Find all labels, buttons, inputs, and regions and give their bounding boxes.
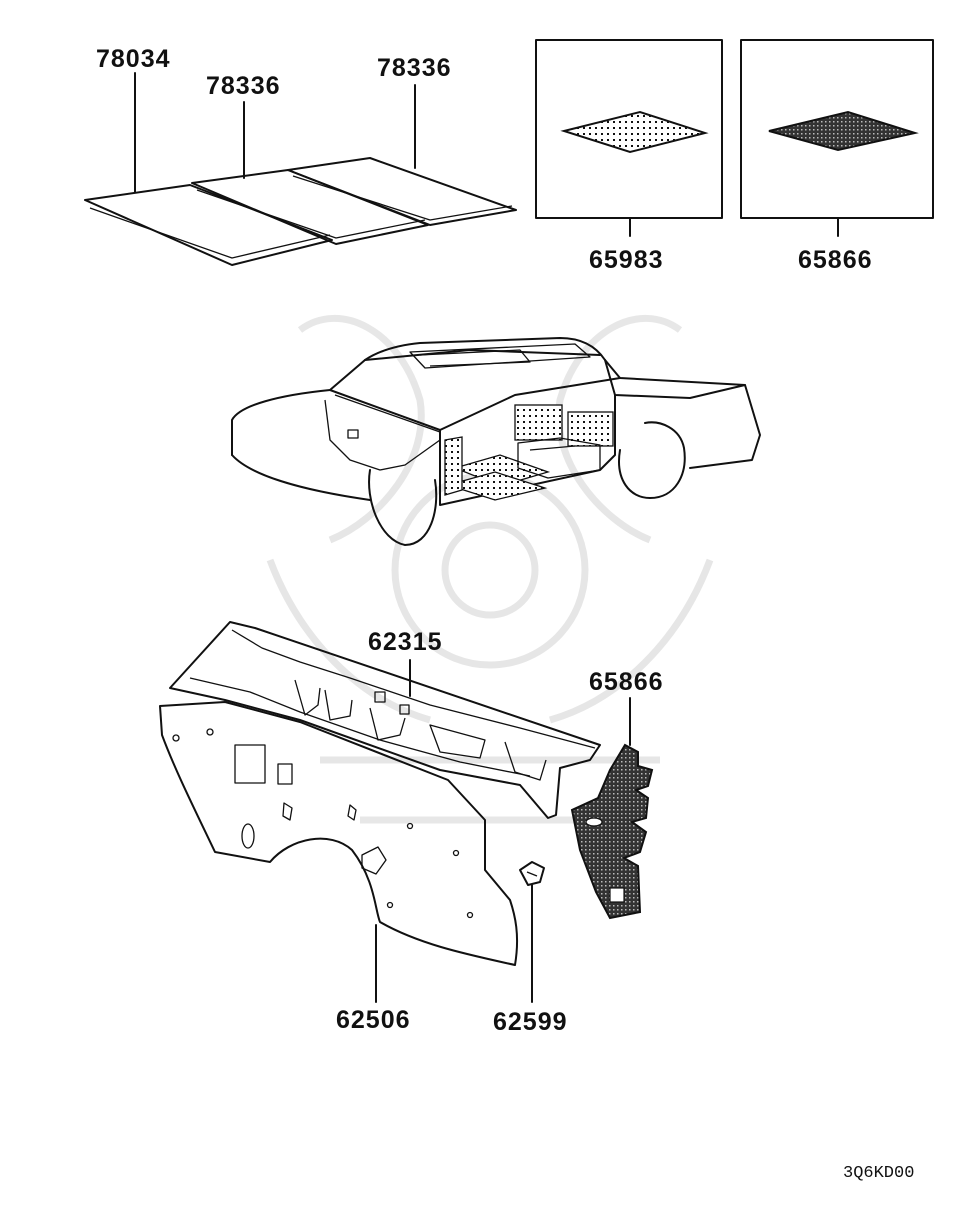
label-65983: 65983 xyxy=(589,246,664,274)
diagram-code: 3Q6KD00 xyxy=(843,1164,915,1183)
clip-part xyxy=(519,861,545,886)
label-65866-box: 65866 xyxy=(798,246,873,274)
label-62599: 62599 xyxy=(493,1008,568,1036)
label-62506: 62506 xyxy=(336,1006,411,1034)
watermark-emblem xyxy=(266,315,714,824)
cowl-top-panel xyxy=(169,621,601,819)
leader-lines-roof xyxy=(134,72,416,193)
dash-panel xyxy=(159,701,519,966)
label-78336-middle: 78336 xyxy=(206,72,281,100)
roof-board-78034 xyxy=(84,184,333,266)
label-78336-right: 78336 xyxy=(377,54,452,82)
label-62315: 62315 xyxy=(368,628,443,656)
label-65866-side: 65866 xyxy=(589,668,664,696)
car-body-illustration xyxy=(231,337,761,546)
label-78034: 78034 xyxy=(96,45,171,73)
side-sheet-part xyxy=(570,743,654,920)
roof-board-78336-right xyxy=(287,157,517,226)
sheet-box-65866 xyxy=(740,39,934,237)
sheet-box-65983 xyxy=(535,39,723,237)
